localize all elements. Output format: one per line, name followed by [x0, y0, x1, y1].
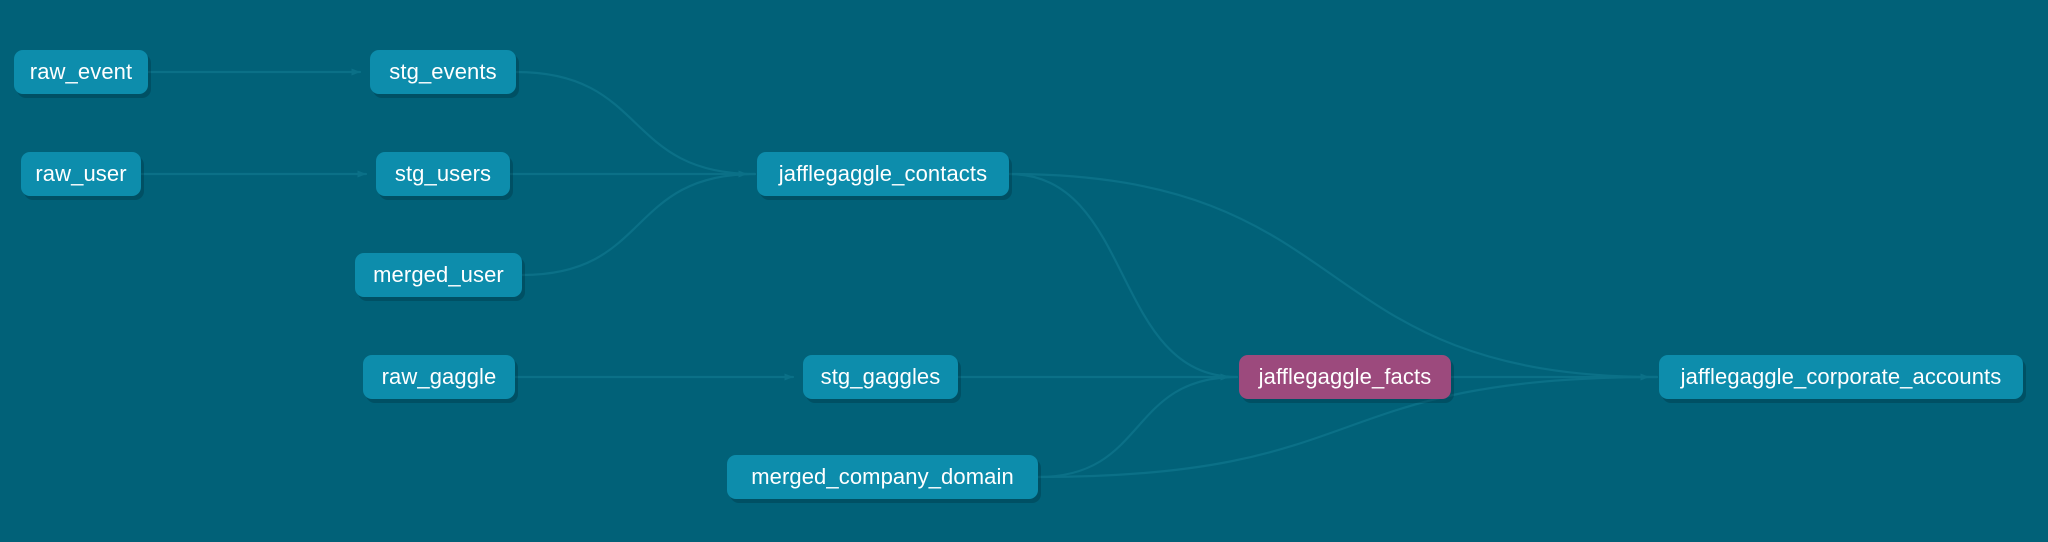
graph-node-label: jafflegaggle_facts	[1258, 364, 1432, 389]
graph-node-raw_gaggle[interactable]: raw_gaggle	[363, 355, 515, 399]
graph-node-label: jafflegaggle_contacts	[778, 161, 988, 186]
graph-node-label: merged_user	[373, 262, 504, 287]
graph-node-label: raw_gaggle	[381, 364, 497, 389]
graph-node-stg_events[interactable]: stg_events	[370, 50, 516, 94]
graph-node-label: raw_user	[35, 161, 127, 186]
graph-node-label: stg_gaggles	[820, 364, 941, 389]
graph-node-stg_gaggles[interactable]: stg_gaggles	[803, 355, 958, 399]
graph-node-label: merged_company_domain	[751, 464, 1014, 489]
graph-node-jafflegaggle_contacts[interactable]: jafflegaggle_contacts	[757, 152, 1009, 196]
graph-node-label: raw_event	[29, 59, 133, 84]
graph-node-label: stg_users	[394, 161, 492, 186]
graph-node-merged_user[interactable]: merged_user	[355, 253, 522, 297]
graph-node-jafflegaggle_corporate_accounts[interactable]: jafflegaggle_corporate_accounts	[1659, 355, 2023, 399]
graph-node-label: stg_events	[389, 59, 497, 84]
graph-node-raw_user[interactable]: raw_user	[21, 152, 141, 196]
graph-node-label: jafflegaggle_corporate_accounts	[1680, 364, 2002, 389]
graph-node-merged_company_domain[interactable]: merged_company_domain	[727, 455, 1038, 499]
graph-node-jafflegaggle_facts[interactable]: jafflegaggle_facts	[1239, 355, 1451, 399]
graph-node-raw_event[interactable]: raw_event	[14, 50, 148, 94]
graph-node-stg_users[interactable]: stg_users	[376, 152, 510, 196]
